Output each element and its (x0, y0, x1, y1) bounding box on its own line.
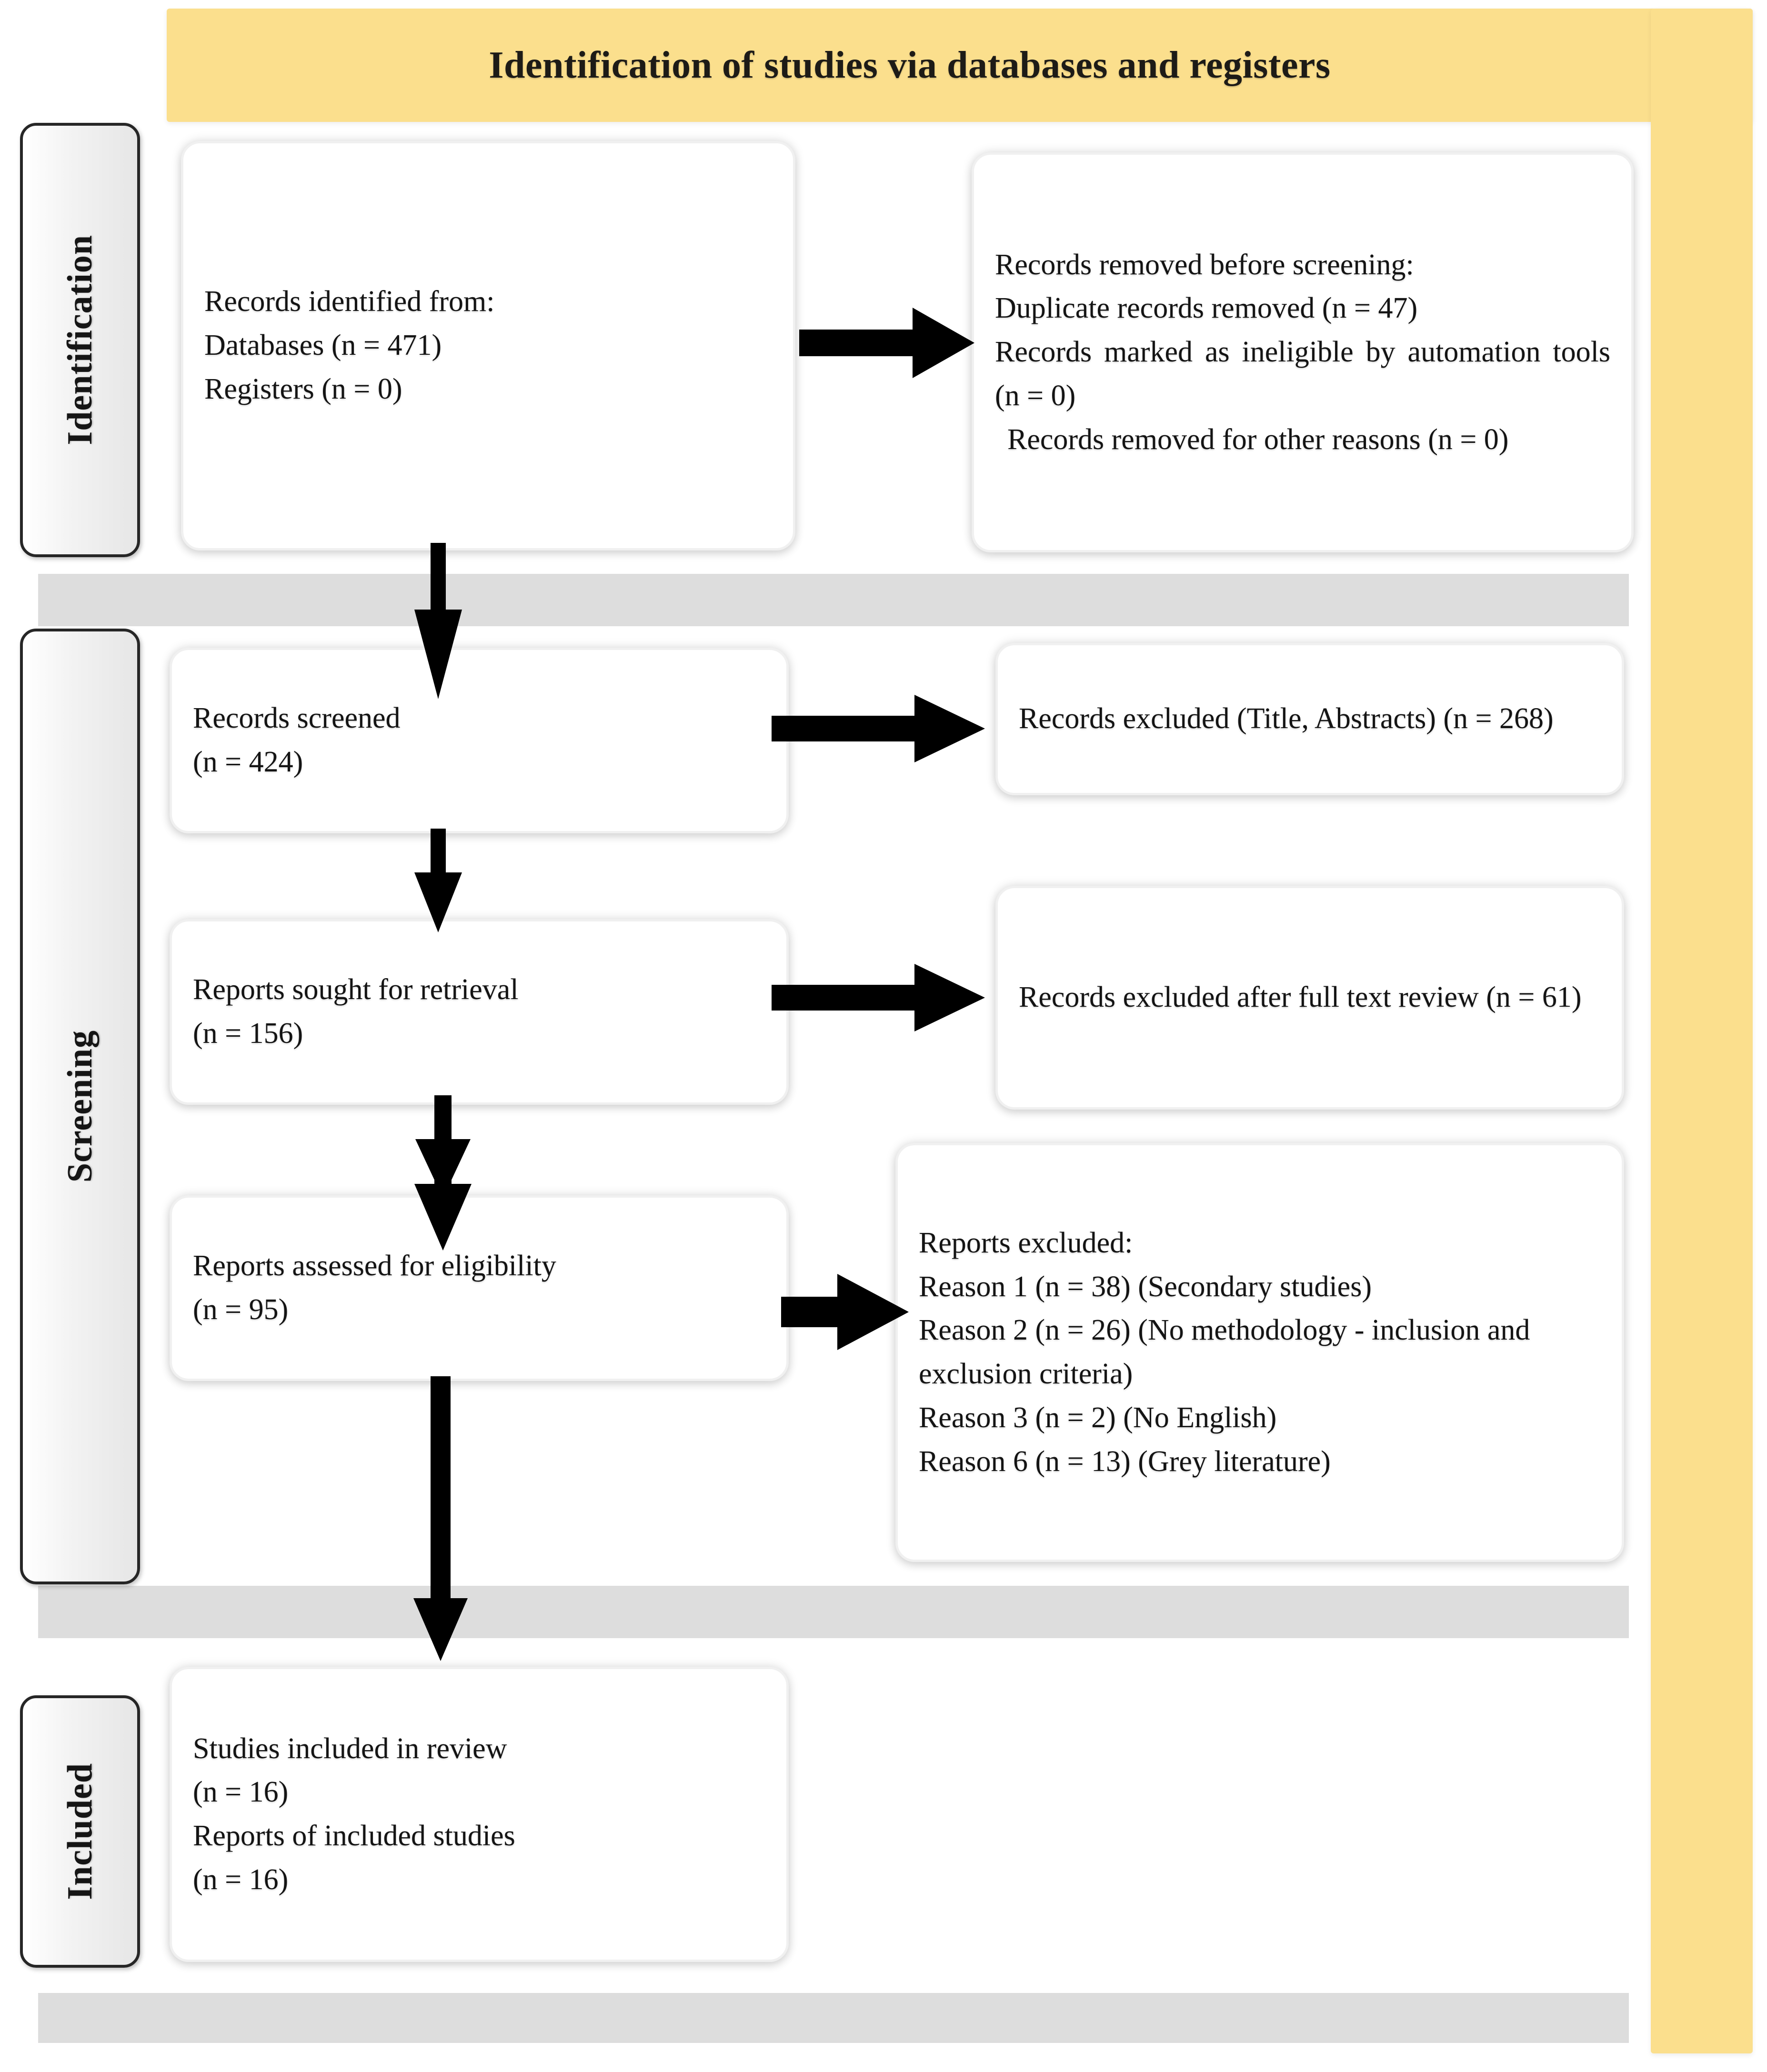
records-removed-line-4: Records removed for other reasons (n = 0… (1007, 423, 1509, 456)
grey-band-identification (38, 574, 1629, 626)
records-excluded-fulltext-line-1: Records excluded after full text review … (1019, 981, 1582, 1014)
records-screened-line-1: Records screened (193, 702, 401, 735)
records-removed-line-2: Duplicate records removed (n = 47) (995, 292, 1418, 325)
studies-included-line-2: (n = 16) (193, 1776, 289, 1809)
arrow-sought-to-assessed (410, 1095, 476, 1252)
stage-screening-label: Screening (60, 1030, 100, 1183)
diagram-title: Identification of studies via databases … (489, 44, 1331, 86)
box-records-identified: Records identified from: Databases (n = … (181, 141, 795, 551)
grey-band-included (38, 1993, 1629, 2043)
arrow-identified-to-removed (799, 305, 975, 381)
arrow-screened-to-excluded-title (772, 693, 986, 764)
arrow-assessed-to-reports-excluded (781, 1269, 910, 1355)
header-banner-top (167, 9, 1753, 122)
box-reports-assessed: Reports assessed for eligibility (n = 95… (170, 1195, 789, 1381)
stage-included: Included (20, 1695, 140, 1968)
stage-screening: Screening (20, 629, 140, 1584)
reports-excluded-line-1: Reports excluded: (919, 1226, 1133, 1259)
studies-included-line-4: (n = 16) (193, 1863, 289, 1896)
arrow-assessed-to-included (410, 1376, 472, 1662)
records-identified-line-1: Records identified from: (204, 285, 495, 318)
arrow-sought-to-excluded-fulltext (772, 962, 986, 1033)
reports-assessed-line-2: (n = 95) (193, 1293, 289, 1326)
reports-assessed-line-1: Reports assessed for eligibility (193, 1250, 556, 1282)
box-records-excluded-fulltext: Records excluded after full text review … (995, 886, 1624, 1110)
box-reports-excluded: Reports excluded: Reason 1 (n = 38) (Sec… (895, 1143, 1624, 1562)
grey-band-screening (38, 1586, 1629, 1638)
records-removed-line-1: Records removed before screening: (995, 248, 1414, 281)
reports-sought-line-1: Reports sought for retrieval (193, 973, 519, 1006)
records-identified-line-3: Registers (n = 0) (204, 372, 402, 405)
reports-excluded-line-5: Reason 6 (n = 13) (Grey literature) (919, 1445, 1331, 1478)
reports-sought-line-2: (n = 156) (193, 1017, 303, 1050)
stage-identification: Identification (20, 123, 140, 557)
reports-excluded-line-4: Reason 3 (n = 2) (No English) (919, 1401, 1277, 1434)
stage-identification-label: Identification (60, 235, 100, 445)
reports-excluded-line-3: Reason 2 (n = 26) (No methodology - incl… (919, 1314, 1530, 1390)
box-reports-sought: Reports sought for retrieval (n = 156) (170, 919, 789, 1105)
header-banner-right-strip (1651, 9, 1753, 2053)
records-removed-line-3: Records marked as ineligible by automati… (995, 336, 1610, 412)
box-studies-included: Studies included in review (n = 16) Repo… (170, 1667, 789, 1962)
box-records-excluded-title: Records excluded (Title, Abstracts) (n =… (995, 643, 1624, 795)
arrow-screened-to-sought (410, 829, 467, 933)
reports-excluded-line-2: Reason 1 (n = 38) (Secondary studies) (919, 1270, 1372, 1303)
box-records-removed: Records removed before screening: Duplic… (972, 152, 1634, 552)
arrow-identified-to-screened (410, 543, 467, 700)
studies-included-line-1: Studies included in review (193, 1732, 507, 1765)
records-screened-line-2: (n = 424) (193, 746, 303, 778)
studies-included-line-3: Reports of included studies (193, 1820, 515, 1852)
box-records-screened: Records screened (n = 424) (170, 648, 789, 833)
records-excluded-title-line-1: Records excluded (Title, Abstracts) (n =… (1019, 702, 1554, 735)
records-identified-line-2: Databases (n = 471) (204, 329, 442, 362)
stage-included-label: Included (60, 1763, 100, 1900)
